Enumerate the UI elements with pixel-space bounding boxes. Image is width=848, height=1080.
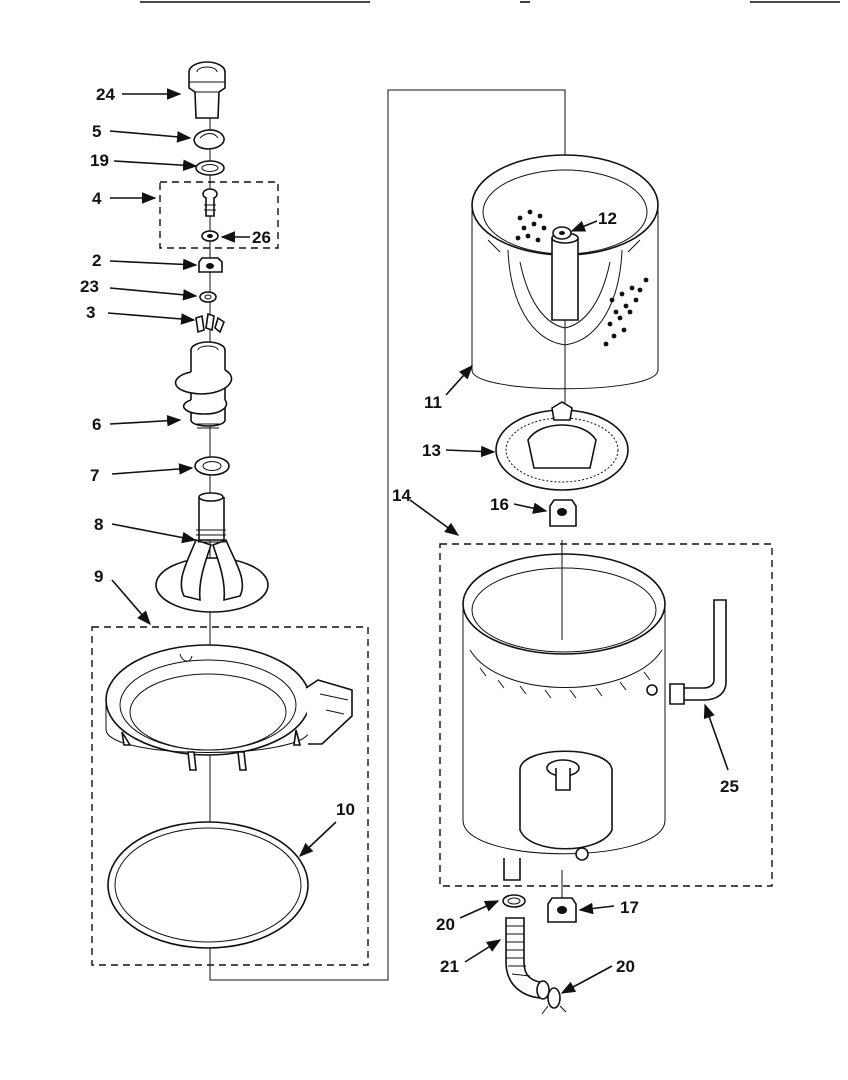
label-part-5: 5 xyxy=(92,122,101,141)
group-4-dashed-box xyxy=(159,181,279,249)
label-part-11: 11 xyxy=(424,393,442,412)
label-part-12: 12 xyxy=(598,209,617,228)
label-part-4: 4 xyxy=(92,189,102,208)
part-25-hose xyxy=(669,599,727,705)
label-part-13: 13 xyxy=(422,441,441,460)
part-8-agitator-base xyxy=(155,492,269,613)
label-part-9: 9 xyxy=(94,567,103,586)
part-20b-clamp xyxy=(541,987,567,1015)
label-part-20a: 20 xyxy=(436,915,455,934)
label-part-17: 17 xyxy=(620,898,639,917)
group-14-dashed-box xyxy=(439,543,773,887)
label-part-10: 10 xyxy=(336,800,355,819)
label-part-16: 16 xyxy=(490,495,509,514)
part-19-ring xyxy=(195,160,225,176)
part-5-cover xyxy=(193,129,225,150)
part-4-bolt xyxy=(202,188,218,217)
part-21-drain-hose xyxy=(505,917,550,1000)
part-14-outer-tub xyxy=(462,553,666,881)
part-20a-clamp xyxy=(502,894,526,908)
label-part-23: 23 xyxy=(80,277,99,296)
label-part-14: 14 xyxy=(392,486,411,505)
part-3-dogs xyxy=(195,312,225,334)
part-6-auger xyxy=(174,341,233,429)
part-2-cam xyxy=(198,257,223,273)
label-part-7: 7 xyxy=(90,466,99,485)
part-11-basket xyxy=(471,154,659,390)
label-part-25: 25 xyxy=(720,777,739,796)
label-part-20b: 20 xyxy=(616,957,635,976)
part-17-nut xyxy=(547,897,577,923)
label-part-24: 24 xyxy=(96,85,115,104)
part-23-washer xyxy=(199,291,217,303)
label-part-21: 21 xyxy=(440,957,459,976)
part-9-tub-ring xyxy=(105,644,353,771)
leader-arrows xyxy=(107,88,729,994)
part-12-nut xyxy=(552,226,572,240)
label-part-2: 2 xyxy=(92,251,101,270)
group-9-dashed-box xyxy=(91,626,369,966)
part-13-hub-plate xyxy=(495,401,629,491)
label-part-8: 8 xyxy=(94,515,103,534)
label-part-6: 6 xyxy=(92,415,101,434)
part-labels: 24 5 19 4 26 2 23 3 6 7 8 9 10 11 12 13 … xyxy=(80,85,739,976)
label-part-26: 26 xyxy=(252,228,271,247)
part-26-nut xyxy=(201,230,219,242)
part-7-seal xyxy=(194,456,230,476)
label-part-19: 19 xyxy=(90,151,109,170)
part-10-gasket xyxy=(107,821,309,949)
part-16-coupling xyxy=(549,499,577,527)
part-24-agitator-cap xyxy=(188,61,226,119)
label-part-3: 3 xyxy=(86,303,95,322)
